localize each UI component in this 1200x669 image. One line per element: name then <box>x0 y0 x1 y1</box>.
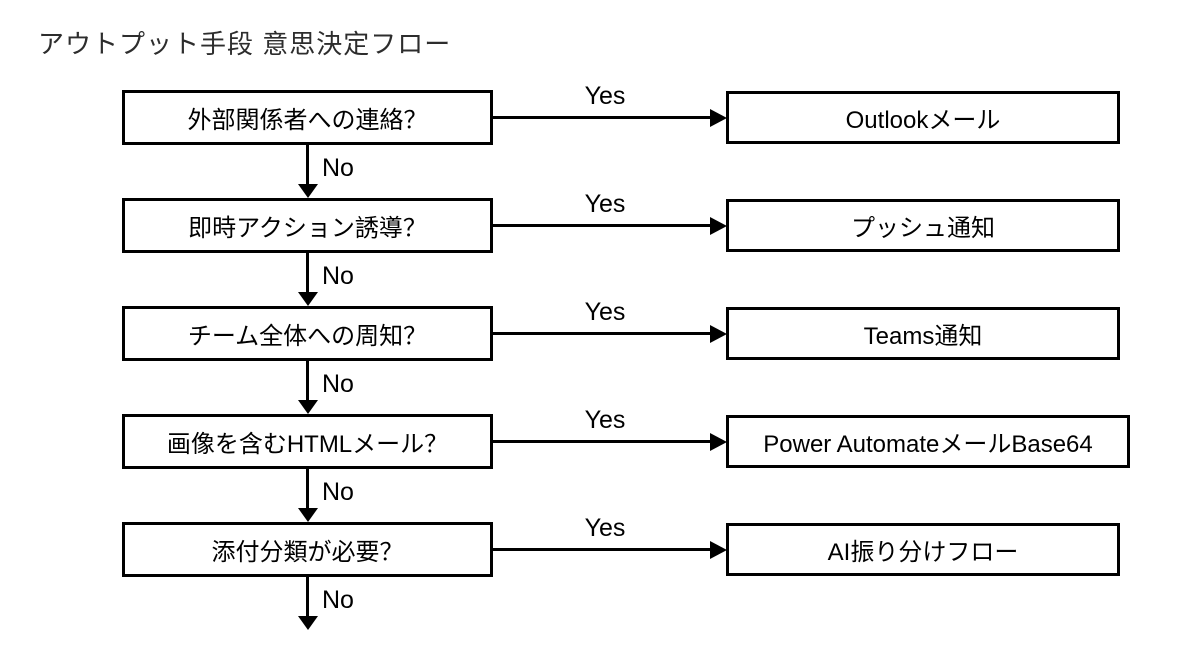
no-arrow-line <box>306 253 309 293</box>
result-label: Outlookメール <box>845 107 1001 134</box>
decision-label: 画像を含むHTMLメール？ <box>166 431 449 458</box>
no-arrowhead-icon <box>298 616 318 630</box>
decision-box-1: 外部関係者への連絡？ <box>122 90 493 145</box>
flow-row-2: 即時アクション誘導？ Yes プッシュ通知 No <box>0 190 1200 310</box>
decision-label: 添付分類が必要？ <box>211 539 404 566</box>
decision-label: 外部関係者への連絡？ <box>187 107 428 134</box>
yes-arrow-line <box>493 440 712 443</box>
yes-label: Yes <box>584 406 626 434</box>
flow-row-1: 外部関係者への連絡？ Yes Outlookメール No <box>0 82 1200 202</box>
yes-arrowhead-icon <box>710 433 727 451</box>
result-label: Teams通知 <box>863 323 983 350</box>
no-arrowhead-icon <box>298 184 318 198</box>
no-label: No <box>322 154 354 182</box>
yes-arrow-line <box>493 224 712 227</box>
yes-label: Yes <box>584 82 626 110</box>
yes-label: Yes <box>584 514 626 542</box>
result-label: Power AutomateメールBase64 <box>763 431 1093 458</box>
flow-row-3: チーム全体への周知？ Yes Teams通知 No <box>0 298 1200 418</box>
decision-box-2: 即時アクション誘導？ <box>122 198 493 253</box>
decision-label: 即時アクション誘導？ <box>188 215 427 242</box>
result-label: AI振り分けフロー <box>827 539 1019 566</box>
flow-row-5: 添付分類が必要？ Yes AI振り分けフロー No <box>0 514 1200 634</box>
no-arrow-line <box>306 145 309 185</box>
result-box-2: プッシュ通知 <box>726 199 1120 252</box>
no-label: No <box>322 370 354 398</box>
result-label: プッシュ通知 <box>851 215 995 242</box>
yes-arrowhead-icon <box>710 217 727 235</box>
no-arrowhead-icon <box>298 400 318 414</box>
yes-arrowhead-icon <box>710 541 727 559</box>
decision-box-3: チーム全体への周知？ <box>122 306 493 361</box>
page-title: アウトプット手段 意思決定フロー <box>38 29 452 59</box>
no-label: No <box>322 478 354 506</box>
no-arrow-line <box>306 469 309 509</box>
result-box-4: Power AutomateメールBase64 <box>726 415 1130 468</box>
no-label: No <box>322 262 354 290</box>
yes-arrowhead-icon <box>710 325 727 343</box>
result-box-3: Teams通知 <box>726 307 1120 360</box>
no-arrowhead-icon <box>298 508 318 522</box>
no-arrowhead-icon <box>298 292 318 306</box>
decision-box-4: 画像を含むHTMLメール？ <box>122 414 493 469</box>
yes-arrow-line <box>493 548 712 551</box>
yes-arrow-line <box>493 332 712 335</box>
no-label: No <box>322 586 354 614</box>
decision-label: チーム全体への周知？ <box>187 323 428 350</box>
yes-arrow-line <box>493 116 712 119</box>
yes-arrowhead-icon <box>710 109 727 127</box>
no-arrow-line <box>306 361 309 401</box>
result-box-1: Outlookメール <box>726 91 1120 144</box>
no-arrow-line <box>306 577 309 617</box>
yes-label: Yes <box>584 190 626 218</box>
flow-row-4: 画像を含むHTMLメール？ Yes Power AutomateメールBase6… <box>0 406 1200 526</box>
decision-box-5: 添付分類が必要？ <box>122 522 493 577</box>
yes-label: Yes <box>584 298 626 326</box>
result-box-5: AI振り分けフロー <box>726 523 1120 576</box>
